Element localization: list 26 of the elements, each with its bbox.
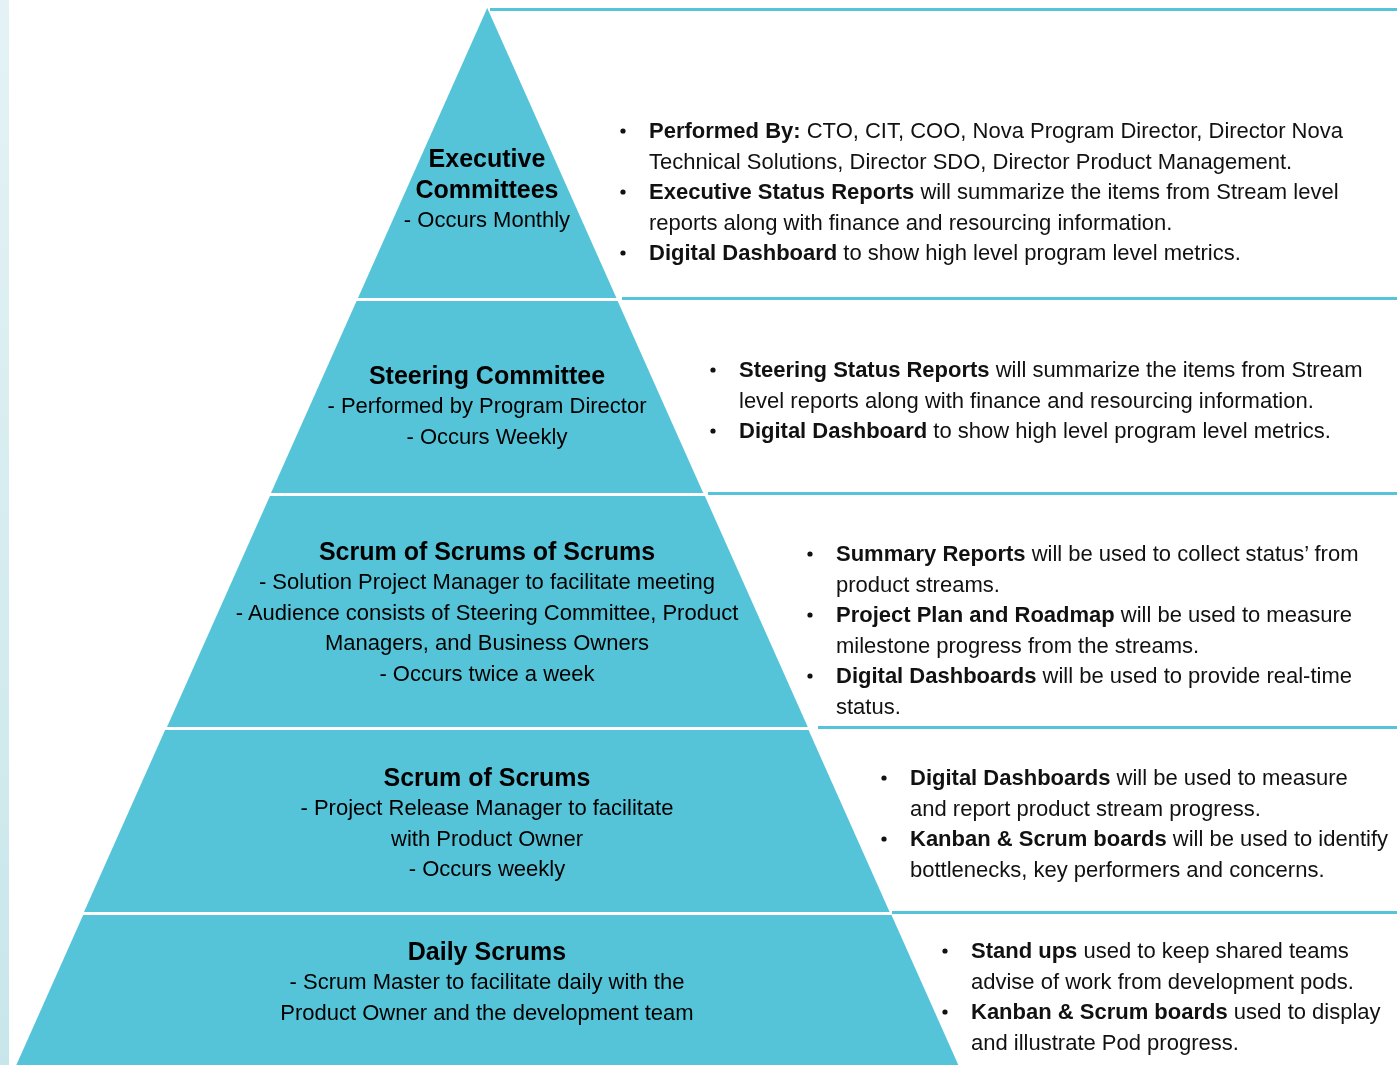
tier-description: - Performed by Program Director [326, 392, 648, 420]
tier-description: - Occurs weekly [407, 855, 567, 883]
bullet-text: Kanban & Scrum boards will be used to identify bottlenecks, key performers and concerns. [910, 825, 1390, 884]
tier-description: - Solution Project Manager to facilitate meeting [257, 568, 717, 596]
bullet-text: Kanban & Scrum boards used to display and illustrate Pod progress. [971, 998, 1382, 1057]
bullet-text: Digital Dashboards will be used to measure and report product stream progress. [910, 764, 1349, 823]
bullet-text: Summary Reports will be used to collect status’ from product streams. [836, 540, 1360, 599]
tier-description: - Occurs Weekly [405, 422, 569, 451]
bullet-text: Stand ups used to keep shared teams advise of work from development pods. [971, 937, 1355, 996]
tier-heading: Scrum of Scrums [382, 762, 592, 793]
tier-description: - Occurs Monthly [402, 206, 572, 234]
tier-heading: Daily Scrums [406, 936, 568, 967]
bullet-text: Steering Status Reports will summarize the items from Stream level reports along with finance and resourcing information. [739, 356, 1364, 415]
bullet-text: Digital Dashboard to show high level program level metrics. [739, 417, 1332, 445]
bullet-text: Performed By: CTO, CIT, COO, Nova Program Director, Director Nova Technical Solutions, Director SDO, Director Product Management. [649, 117, 1344, 176]
tier-heading: Executive Committees [414, 143, 560, 205]
bullet-text: Project Plan and Roadmap will be used to measure milestone progress from the streams. [836, 601, 1353, 660]
bullet-text: Executive Status Reports will summarize the items from Stream level reports along with finance and resourcing information. [649, 178, 1340, 237]
tier-heading: Steering Committee [367, 360, 607, 391]
tier-description: - Project Release Manager to facilitate with Product Owner [299, 794, 675, 853]
tier-description: - Occurs twice a week [378, 659, 596, 688]
bullet-text: Digital Dashboard to show high level program level metrics. [649, 239, 1242, 267]
tier-description: - Scrum Master to facilitate daily with the Product Owner and the development team [279, 968, 695, 1027]
tier-description: - Audience consists of Steering Committee, Product Managers, and Business Owners [234, 598, 740, 657]
tier-heading: Scrum of Scrums of Scrums [317, 536, 657, 567]
bullet-text: Digital Dashboards will be used to provide real-time status. [836, 662, 1353, 721]
